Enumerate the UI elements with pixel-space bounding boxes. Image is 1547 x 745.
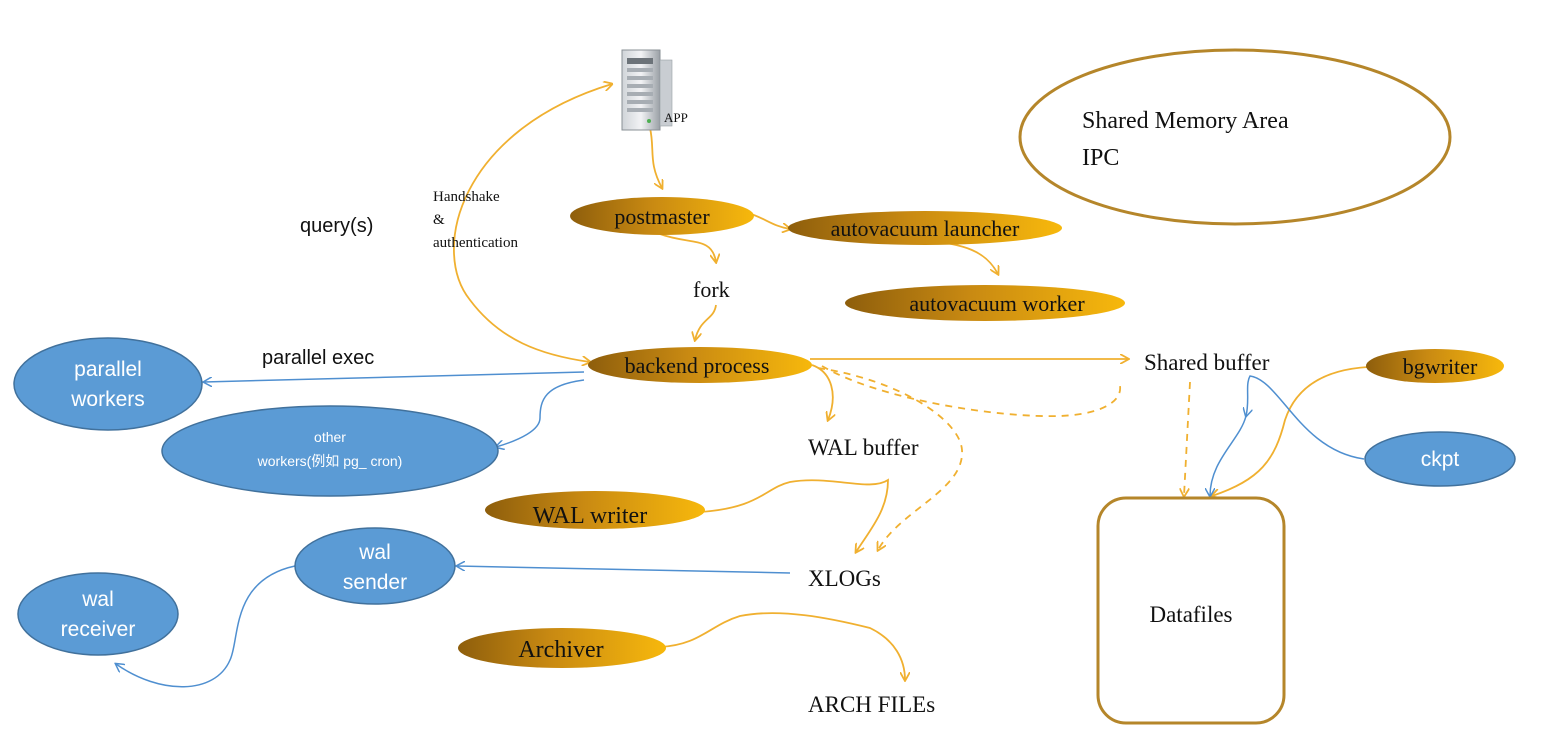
app-label: APP [664, 110, 688, 125]
shared-memory-ipc: IPC [1082, 145, 1119, 171]
backend-to-shared-buffer-dashed-arrow [821, 365, 1121, 418]
wal-receiver-line1: wal [81, 588, 114, 611]
autovacuum-launcher-label: autovacuum launcher [831, 216, 1020, 241]
shared-buffer-label: Shared buffer [1144, 350, 1270, 375]
parallel-exec-label: parallel exec [262, 347, 374, 369]
backend-to-parallel-workers-arrow [204, 371, 585, 382]
postmaster-to-fork-arrow [659, 233, 716, 262]
arch-files-label: ARCH FILEs [808, 692, 935, 717]
ckpt-to-datafiles-arrow [1210, 415, 1247, 496]
fork-label: fork [693, 277, 730, 302]
ckpt-node[interactable]: ckpt [1364, 431, 1516, 487]
wal-sender-line1: wal [358, 541, 391, 564]
wal-sender-to-receiver-arrow [116, 565, 296, 688]
parallel-workers-line1: parallel [74, 358, 142, 381]
app-to-postmaster-arrow [649, 127, 662, 188]
backend-process-label: backend process [625, 353, 770, 378]
shared-memory-area-ellipse [1018, 48, 1452, 226]
postmaster-node[interactable]: postmaster [570, 197, 754, 235]
wal-writer-node[interactable]: WAL writer [485, 491, 705, 529]
archiver-label: Archiver [518, 637, 603, 663]
bgwriter-node[interactable]: bgwriter [1366, 349, 1504, 383]
handshake-ampersand: & [433, 212, 445, 228]
bgwriter-label: bgwriter [1403, 354, 1478, 379]
xlogs-label: XLOGs [808, 566, 881, 591]
autovacuum-worker-node[interactable]: autovacuum worker [845, 285, 1125, 321]
launcher-to-worker-arrow [924, 239, 998, 274]
wal-receiver-line2: receiver [61, 618, 136, 641]
parallel-workers-node[interactable]: parallel workers [13, 337, 203, 431]
handshake-arrow [453, 84, 612, 362]
wal-receiver-node[interactable]: wal receiver [17, 572, 179, 656]
wal-sender-line2: sender [343, 571, 407, 594]
wal-writer-to-xlogs-arrow [699, 478, 889, 552]
query-label: query(s) [300, 215, 373, 237]
other-workers-line2: workers(例如 pg_ cron) [257, 453, 403, 469]
wal-buffer-label: WAL buffer [808, 435, 919, 460]
authentication-label: authentication [433, 235, 518, 251]
archiver-node[interactable]: Archiver [458, 628, 666, 668]
other-workers-node[interactable]: other workers(例如 pg_ cron) [161, 405, 499, 497]
backend-to-xlogs-dashed-arrow [817, 367, 963, 550]
wal-writer-label: WAL writer [533, 503, 647, 529]
handshake-label: Handshake [433, 189, 500, 205]
backend-to-wal-buffer-arrow [811, 364, 833, 420]
other-workers-line1: other [314, 429, 346, 445]
datafiles-label: Datafiles [1149, 602, 1232, 627]
archiver-to-arch-files-arrow [659, 612, 905, 680]
wal-sender-node[interactable]: wal sender [294, 527, 456, 605]
autovacuum-launcher-node[interactable]: autovacuum launcher [788, 211, 1062, 245]
xlogs-to-wal-sender-arrow [457, 566, 791, 574]
server-icon[interactable] [621, 49, 673, 131]
ckpt-label: ckpt [1421, 448, 1460, 471]
autovacuum-worker-label: autovacuum worker [909, 291, 1085, 316]
fork-to-backend-arrow [695, 304, 717, 340]
datafiles-node[interactable]: Datafiles [1096, 496, 1286, 725]
bgwriter-to-datafiles-arrow [1212, 366, 1369, 496]
backend-process-node[interactable]: backend process [588, 347, 812, 383]
shared-buffer-to-datafiles-dashed-arrow [1184, 381, 1191, 496]
postmaster-label: postmaster [614, 204, 710, 229]
postmaster-to-launcher-arrow [747, 212, 790, 229]
ckpt-to-shared-buffer-arrow [1246, 375, 1365, 460]
shared-memory-title: Shared Memory Area [1082, 108, 1289, 134]
parallel-workers-line2: workers [70, 388, 145, 411]
backend-to-other-workers-arrow [496, 379, 585, 447]
